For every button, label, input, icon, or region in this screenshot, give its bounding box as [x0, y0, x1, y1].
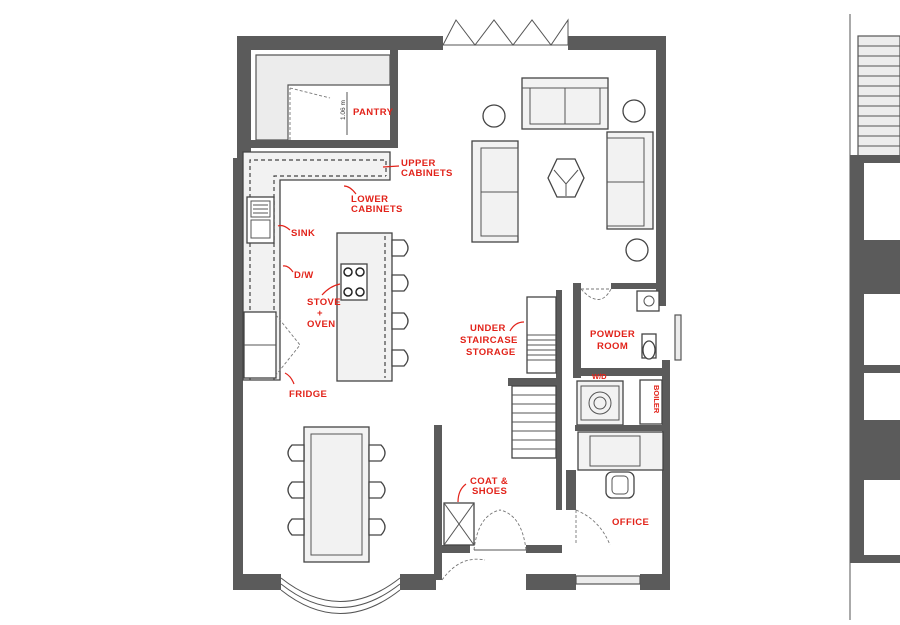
entry: COAT & SHOES — [434, 425, 562, 581]
adjacent-plan-partial — [849, 14, 900, 620]
living-room — [471, 77, 654, 262]
sink-label: SINK — [291, 228, 315, 239]
kitchen-island — [336, 232, 393, 382]
side-table-1 — [482, 104, 506, 128]
pantry: 1.06 m PANTRY — [243, 50, 398, 148]
bifold-doors — [442, 18, 569, 46]
top-wall-right — [568, 36, 665, 50]
bottom-wall-right — [640, 574, 670, 590]
upper-cabinets — [249, 159, 387, 380]
toilet — [641, 333, 657, 360]
stair-landing-wall — [508, 378, 558, 386]
upper-cabinets-label-2: CABINETS — [401, 168, 453, 179]
office-wall-left — [566, 470, 576, 510]
powder-room-label-1: POWDER — [590, 329, 635, 340]
entry-wall-right-bottom — [526, 545, 562, 553]
bar-stools — [391, 239, 409, 367]
left-wall-lower — [233, 158, 243, 590]
pantry-wall-right — [390, 50, 398, 145]
boiler-label: BOILER — [652, 385, 661, 414]
stove-label-3: OVEN — [307, 319, 336, 330]
dining — [287, 426, 386, 563]
pantry-label: PANTRY — [353, 107, 394, 118]
powder-window — [674, 314, 682, 361]
pantry-dimension: 1.06 m — [340, 100, 347, 120]
fridge-label: FRIDGE — [289, 389, 327, 400]
bottom-wall-left — [233, 574, 281, 590]
powder-room: POWDER ROOM — [573, 283, 682, 378]
lower-cabinets-label-1: LOWER — [351, 194, 388, 205]
side-table-2 — [622, 99, 646, 123]
under-staircase-label-1: UNDER — [470, 323, 506, 334]
pantry-wall-bottom — [243, 140, 398, 148]
bottom-wall-entry-right — [526, 574, 576, 590]
entry-wall-left — [434, 425, 442, 580]
boiler — [639, 379, 663, 425]
upper-cabinets-label-1: UPPER — [401, 158, 436, 169]
coat-shoes-label-1: COAT & — [470, 476, 508, 487]
stove-burners — [340, 263, 368, 301]
powder-wall-left — [573, 283, 581, 378]
sofa-right — [606, 131, 654, 230]
left-wall-upper — [237, 36, 251, 158]
dw-label: D/W — [294, 270, 314, 281]
sofa-left — [471, 140, 519, 243]
powder-wall-top — [611, 283, 658, 289]
office-chair — [605, 471, 635, 499]
top-wall-left — [237, 36, 443, 50]
staircase: UNDER STAIRCASE STORAGE — [460, 290, 562, 510]
lower-cabinets-label-2: CABINETS — [351, 204, 403, 215]
stair-wall — [556, 290, 562, 510]
lower-cabinets — [273, 175, 386, 380]
dining-table — [303, 426, 370, 563]
washer-dryer — [576, 380, 624, 426]
under-staircase-label-3: STORAGE — [466, 347, 516, 358]
office-desk — [577, 431, 664, 471]
kitchen-counter — [242, 151, 391, 381]
entry-wall-coat-bottom — [442, 545, 470, 553]
kitchen: UPPER CABINETS LOWER CABINETS SINK D/W S… — [242, 151, 453, 400]
stove-label-2: + — [317, 308, 323, 319]
coffee-table — [547, 158, 585, 198]
office-window — [575, 575, 641, 585]
sink — [246, 196, 275, 244]
dining-chairs — [287, 444, 386, 536]
powder-room-label-2: ROOM — [597, 341, 628, 352]
office: OFFICE — [566, 431, 664, 546]
bottom-wall-mid — [400, 574, 436, 590]
side-table-3 — [625, 238, 649, 262]
utility: W/D BOILER — [575, 372, 665, 431]
right-wall-upper — [656, 36, 666, 306]
powder-sink — [636, 290, 660, 312]
pantry-shelves — [255, 54, 391, 141]
under-staircase-label-2: STAIRCASE — [460, 335, 518, 346]
office-wall-top — [575, 425, 665, 431]
coat-shoes-label-2: SHOES — [472, 486, 507, 497]
sofa-top — [521, 77, 609, 130]
office-label: OFFICE — [612, 517, 649, 528]
stove-label-1: STOVE — [307, 297, 341, 308]
powder-wall-bottom — [573, 368, 669, 376]
right-wall-lower — [662, 360, 670, 590]
bay-window — [280, 577, 401, 614]
wd-label: W/D — [592, 372, 607, 381]
exterior-walls — [233, 36, 670, 590]
